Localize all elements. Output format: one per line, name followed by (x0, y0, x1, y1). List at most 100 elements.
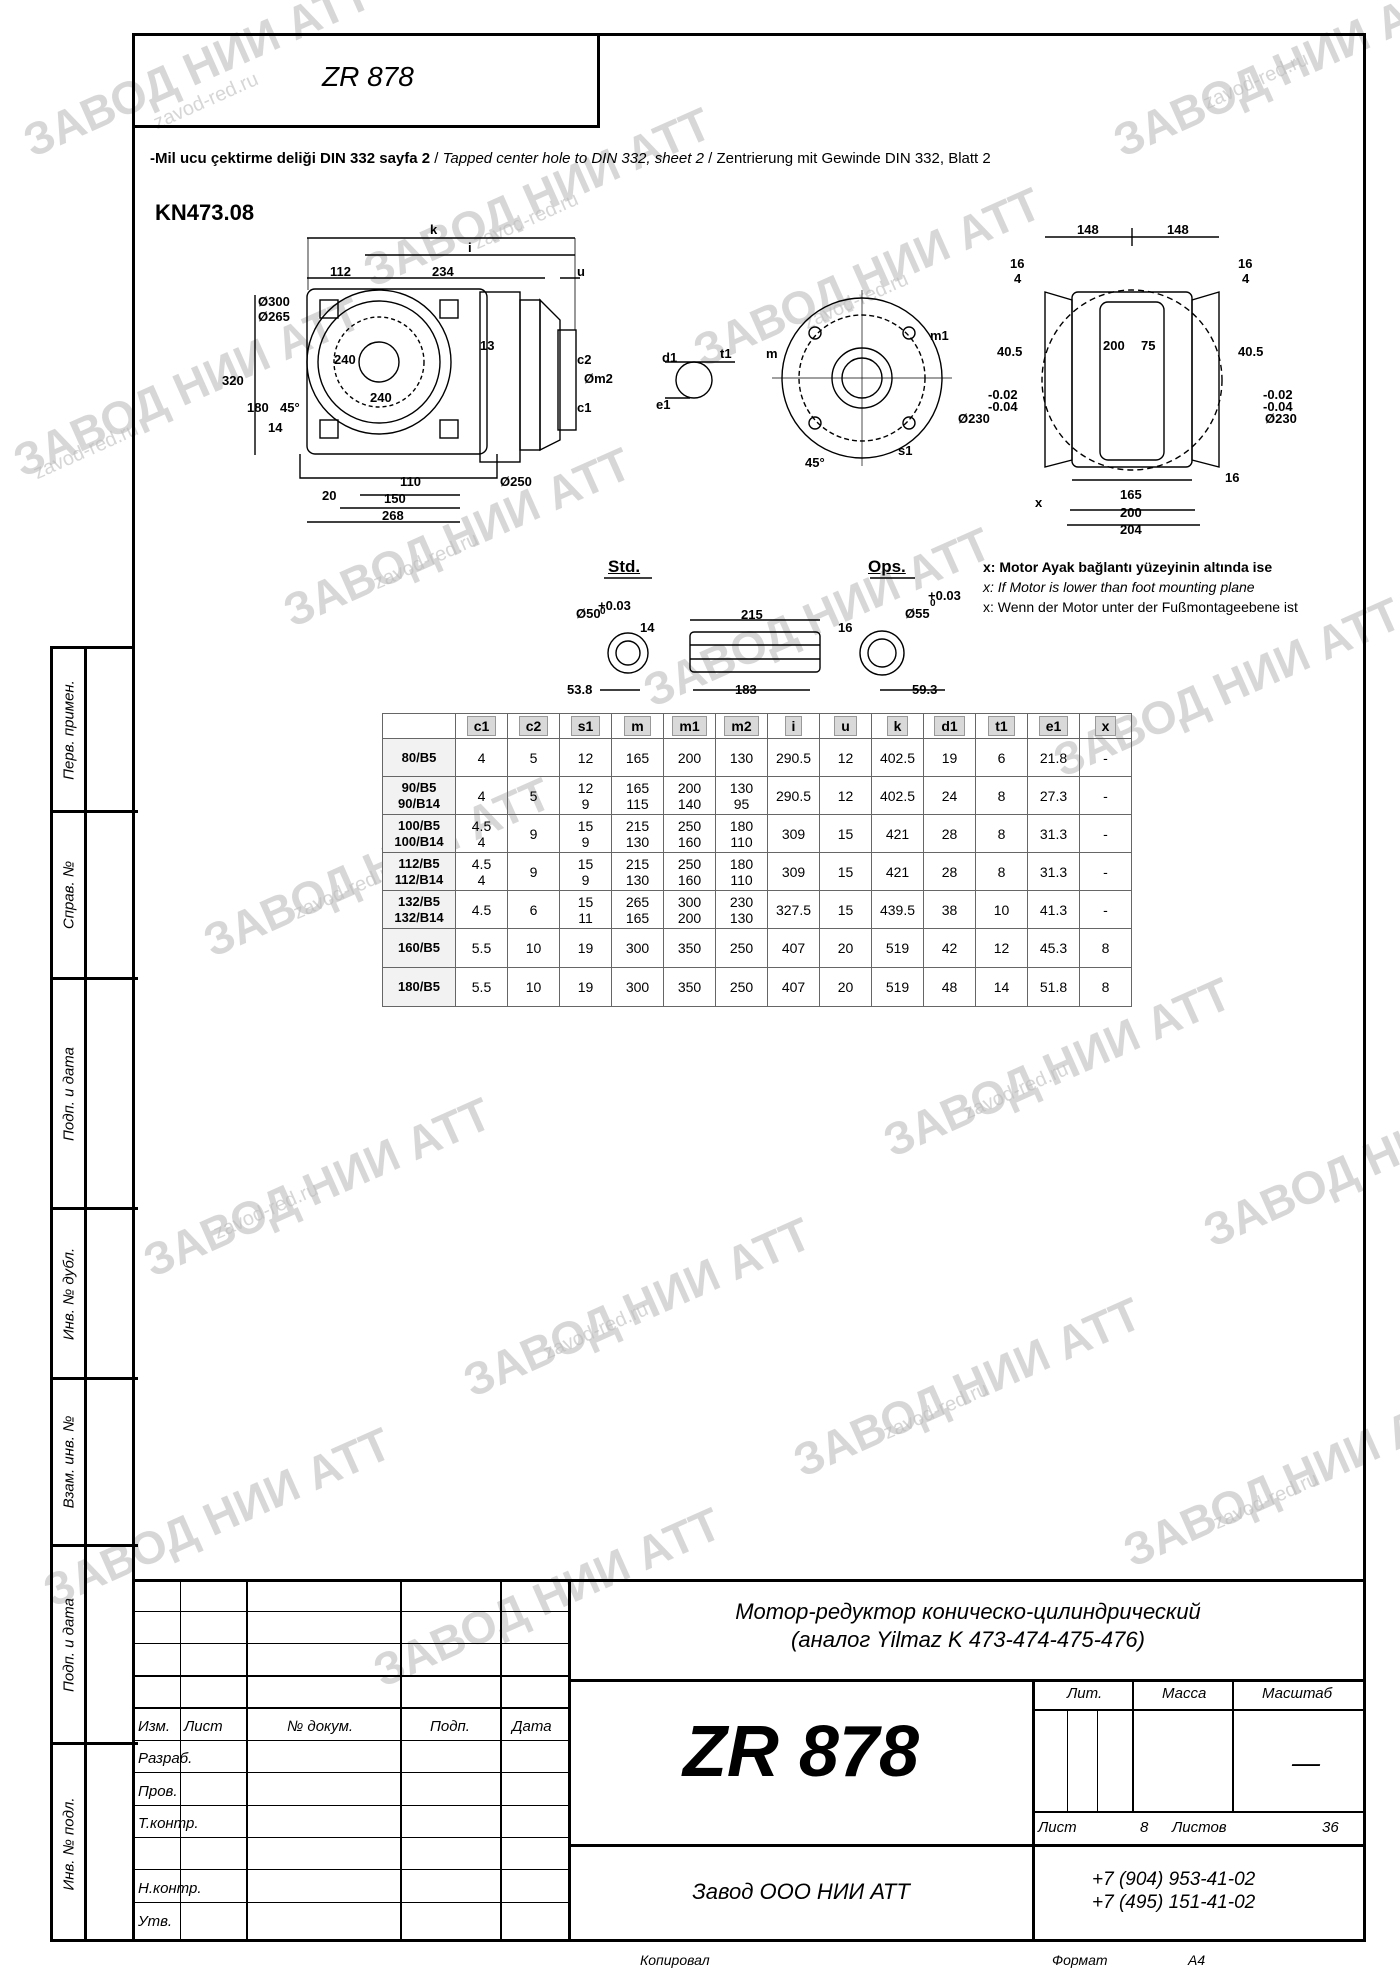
table-row-label-text: 100/B5 100/B14 (394, 817, 444, 849)
table-cell-value: 8 (997, 825, 1006, 842)
motor-legend: x: Motor Ayak bağlantı yüzeyinin altında… (983, 557, 1298, 617)
description-line2: (аналог Yilmaz K 473-474-475-476) (791, 1627, 1145, 1652)
table-cell-value: 300 (625, 940, 650, 956)
table-header-cell: k (871, 713, 924, 739)
header-box: ZR 878 (132, 33, 600, 128)
table-cell: 215 130 (611, 852, 664, 891)
format-value: A4 (1188, 1952, 1206, 1968)
table-cell: 250 160 (663, 814, 716, 853)
col-data: Дата (512, 1718, 552, 1735)
table-cell: 290.5 (767, 738, 820, 777)
scale-value: — (1292, 1747, 1320, 1778)
table-cell-value: 12 (577, 749, 594, 766)
role-prov: Пров. (138, 1783, 178, 1800)
table-cell: 4.5 4 (455, 814, 508, 853)
table-cell: 9 (507, 852, 560, 891)
table-cell-value: 15 9 (577, 855, 594, 888)
table-cell: 10 (975, 890, 1028, 929)
table-cell: 15 (819, 890, 872, 929)
std-shaft (607, 632, 649, 674)
dim-label: 240 (334, 352, 356, 367)
table-cell: 130 (715, 738, 768, 777)
table-cell-value: 4 (477, 749, 486, 766)
table-cell: 250 (715, 928, 768, 968)
table-header-label: u (834, 716, 857, 736)
table-cell: 519 (871, 928, 924, 968)
table-cell-value: 350 (677, 979, 702, 995)
dim-label: 16 (838, 620, 853, 635)
phone-2: +7 (495) 151-41-02 (1092, 1892, 1256, 1913)
table-cell: 5 (507, 738, 560, 777)
bolt-pad (319, 419, 339, 439)
table-cell-value: 250 160 (677, 855, 702, 888)
bolt-pad (319, 299, 339, 319)
role-utv: Утв. (138, 1913, 173, 1930)
ops-shaft (859, 630, 905, 676)
bolt-pad (439, 299, 459, 319)
table-cell-value: 8 (1101, 940, 1110, 956)
table-header-label: t1 (988, 716, 1015, 736)
table-header-label: c2 (518, 716, 549, 736)
table-cell: 21.8 (1027, 738, 1080, 777)
table-cell-value: 327.5 (775, 901, 812, 918)
table-cell: - (1079, 814, 1132, 853)
table-cell-value: 27.3 (1039, 787, 1068, 804)
table-corner (382, 713, 456, 739)
technical-drawing (254, 228, 1223, 691)
listov-value: 36 (1322, 1819, 1339, 1836)
dim-label: -0.04 (988, 399, 1018, 414)
table-cell-value: 28 (941, 863, 958, 880)
table-header-cell: c2 (507, 713, 560, 739)
table-cell: - (1079, 738, 1132, 777)
table-cell: 19 (559, 967, 612, 1007)
table-cell: 519 (871, 967, 924, 1007)
dim-label: 75 (1141, 338, 1156, 353)
dim-label: 204 (1120, 522, 1142, 537)
dim-label: Ø300 (258, 294, 290, 309)
role-tkontr: Т.контр. (138, 1815, 199, 1832)
table-header-label: m (624, 716, 651, 736)
table-cell-value: 10 (525, 940, 542, 956)
table-cell: 165 115 (611, 776, 664, 815)
side-label: Перв. примен. (60, 679, 77, 780)
dim-label: 4 (1014, 271, 1022, 286)
table-cell: 31.3 (1027, 852, 1080, 891)
table-cell: 42 (923, 928, 976, 968)
table-cell-value: 12 (837, 787, 854, 804)
col-izm: Изм. (138, 1718, 170, 1735)
table-cell: 27.3 (1027, 776, 1080, 815)
title-block: Изм. Лист № докум. Подп. Дата Разраб. Пр… (132, 1579, 1366, 1942)
dim-label: t1 (720, 346, 732, 361)
table-cell: - (1079, 852, 1132, 891)
table-header-label: k (886, 716, 909, 736)
table-cell: - (1079, 890, 1132, 929)
side-label: Инв. № дубл. (60, 1247, 77, 1340)
table-header-cell: c1 (455, 713, 508, 739)
table-cell-value: 407 (781, 940, 806, 956)
table-cell-value: 24 (941, 787, 958, 804)
table-cell: 350 (663, 967, 716, 1007)
dim-label: 16 (1238, 256, 1253, 271)
table-cell-value: 300 200 (677, 893, 702, 926)
std-label: Std. (608, 557, 641, 576)
dim-label: 148 (1077, 222, 1099, 237)
col-podp: Подп. (430, 1718, 470, 1735)
table-cell: 300 (611, 928, 664, 968)
table-cell: 15 (819, 814, 872, 853)
table-cell: 10 (507, 967, 560, 1007)
dim-label: +0.03 (928, 588, 961, 603)
table-cell-value: 215 130 (625, 817, 650, 850)
table-cell-value: 15 (837, 863, 854, 880)
table-cell-value: 290.5 (775, 749, 812, 766)
table-cell-value: 250 160 (677, 817, 702, 850)
legend-line-de: x: Wenn der Motor unter der Fußmontageeb… (983, 599, 1298, 615)
dim-label: Ø50 (576, 606, 601, 621)
dim-label: 112 (330, 264, 351, 279)
table-cell: 402.5 (871, 738, 924, 777)
table-cell-value: 12 (993, 940, 1010, 956)
table-cell: 200 140 (663, 776, 716, 815)
